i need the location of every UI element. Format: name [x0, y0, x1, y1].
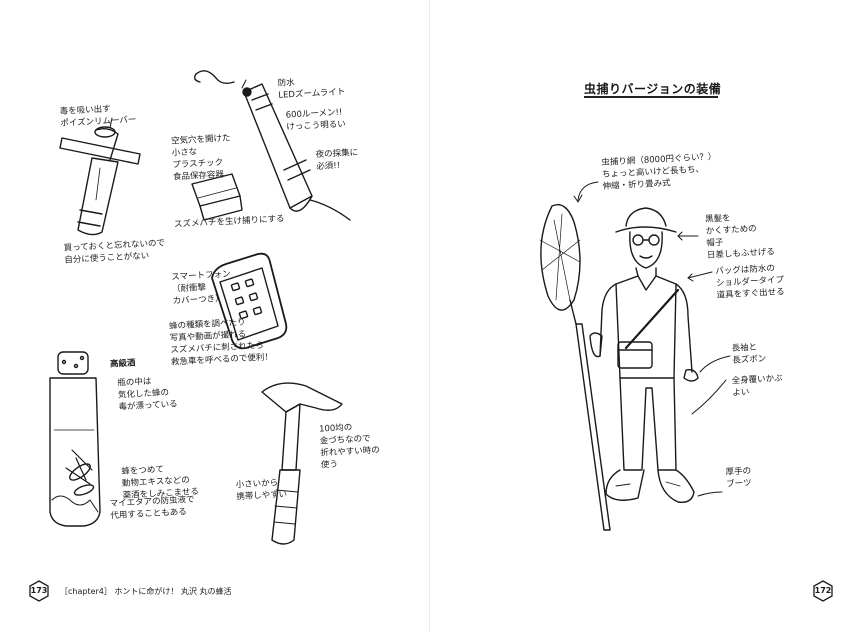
flashlight-label: 防水 LEDズームライト — [277, 77, 346, 101]
page-number-left: 173 — [30, 586, 48, 595]
net-label: 虫捕り網（8000円ぐらい？） ちょっと高いけど長もち、 伸縮・折り畳み式 — [601, 152, 717, 192]
right-page-footer: 172 — [812, 580, 834, 602]
flashlight-drawing — [193, 70, 351, 221]
left-page: 毒を吸い出す ポイズンリムーバー 買っておくと忘れないので 自分に使うことがない… — [28, 70, 381, 602]
right-page: 虫捕りバージョンの装備 — [430, 0, 860, 632]
person-body-drawing — [589, 267, 699, 382]
container-drawing — [191, 173, 243, 221]
alcohol-caption-2: マイエタアの防虫液で 代用することもある — [109, 494, 195, 522]
flashlight-lumen-note: 600ルーメン!! けっこう明るい — [285, 107, 347, 133]
smartphone-caption: 蜂の種類を調べたり 写真や動画が撮れる スズメバチに刺されたら 救急車を呼べるの… — [168, 317, 274, 368]
left-page-illustrations — [49, 70, 351, 545]
page-number-badge-right: 172 — [812, 580, 834, 602]
person-head-drawing — [615, 207, 677, 269]
alcohol-jar-drawing — [49, 351, 101, 527]
smartphone-drawing — [211, 252, 288, 350]
hammer-drawing — [261, 382, 343, 545]
page-number-badge-left: 173 — [28, 580, 50, 602]
poison-remover-drawing — [59, 126, 141, 236]
hat-label: 黒髪を かくすための 帽子 日差しもふせげる — [704, 213, 776, 261]
hammer-caption: 小さいから 携帯しやすい — [235, 478, 288, 503]
page-title: 虫捕りバージョンの装備 — [584, 82, 722, 96]
page-number-right: 172 — [814, 586, 832, 595]
running-head: ［chapter4］ ホントに命がけ！ 丸沢 丸の蜂活 — [60, 586, 232, 596]
bag-label: バッグは防水の ショルダータイプ 道具をすぐ出せる — [715, 263, 785, 301]
person-legs-drawing — [605, 377, 695, 503]
title-underline — [584, 96, 718, 98]
pants-caption: 全身覆いかぶ よい — [731, 373, 783, 399]
left-page-footer: 173 ［chapter4］ ホントに命がけ！ 丸沢 丸の蜂活 — [28, 580, 232, 602]
pointer-lines — [109, 79, 247, 129]
alcohol-title: 高級酒 — [109, 358, 136, 370]
annotation-arrows — [573, 181, 731, 497]
container-label: 空気穴を開けた 小さな プラスチック 食品保存容器 — [170, 133, 231, 183]
smartphone-label: スマートフォン （耐衝撃 カバーつき） — [171, 269, 231, 307]
boots-label: 厚手の ブーツ — [725, 466, 752, 490]
hammer-label: 100均の 金づちなので 折れやすい時の 使う — [318, 422, 381, 471]
insect-net-drawing — [539, 204, 611, 531]
pants-label: 長袖と 長ズボン — [731, 342, 767, 366]
bug-catcher-illustration — [539, 181, 731, 531]
poison-remover-label: 毒を吸い出す ポイズンリムーバー — [59, 104, 137, 129]
alcohol-label: 瓶の中は 気化した蜂の 毒が漂っている — [117, 376, 178, 413]
flashlight-night-note: 夜の採集に 必須!! — [315, 147, 359, 173]
